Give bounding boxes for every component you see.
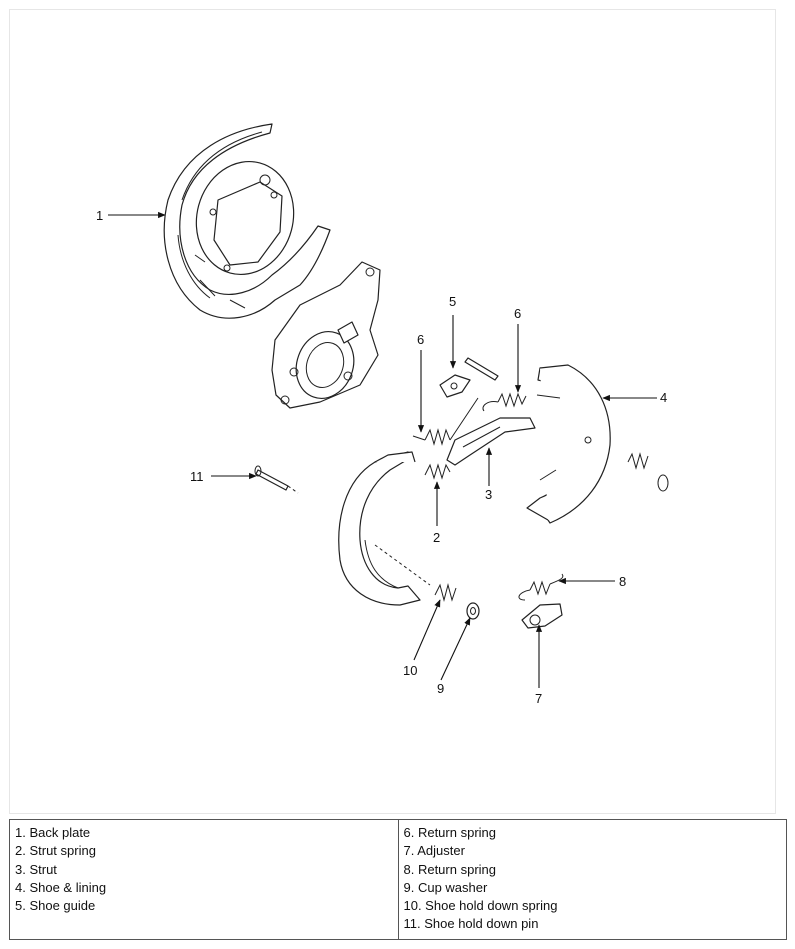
legend-item: 7. Adjuster [403,843,465,859]
hold-down-spring-right-part [627,452,669,492]
adjuster-part [521,603,563,629]
legend-item: 8. Return spring [403,861,497,877]
legend-item: 1. Back plate [15,825,91,840]
exploded-diagram: 1 2 3 4 5 6 6 7 8 9 10 11 [96,123,669,706]
callout-7: 7 [535,691,542,706]
callout-1: 1 [96,208,103,223]
legend-item: 3. Strut [15,861,57,877]
callout-5: 5 [449,294,456,309]
shoe-lining-left-part [338,451,421,606]
strut-part [446,417,536,466]
leader-10 [413,599,441,661]
callout-6-right: 6 [514,306,521,321]
hub-knuckle-part [271,261,381,409]
hold-down-pin-part [254,465,289,491]
callout-6-left: 6 [417,332,424,347]
return-spring-left-part [412,397,479,446]
callout-3: 3 [485,487,492,502]
callout-2: 2 [433,530,440,545]
return-spring-upper-part [482,392,527,412]
shoe-guide-part [439,357,499,398]
legend-item: 9. Cup washer [403,879,488,895]
return-spring-lower-part [518,573,564,601]
cup-washer-part [466,602,480,620]
legend-item: 4. Shoe & lining [15,879,107,895]
shoe-lining-right-part [526,364,611,524]
legend-item: 2. Strut spring [15,843,96,859]
legend-item: 10. Shoe hold down spring [403,898,558,914]
legend-item: 5. Shoe guide [15,898,96,914]
callout-10: 10 [403,663,417,678]
callout-8: 8 [619,574,626,589]
back-plate-part [163,123,331,319]
figure-frame [9,9,776,814]
strut-spring-part [424,463,451,480]
leader-9 [440,617,471,681]
hold-down-spring-part [434,583,457,602]
legend-column-right: 6. Return spring 7. Adjuster 8. Return s… [397,820,787,939]
parts-legend-table: 1. Back plate 2. Strut spring 3. Strut 4… [9,819,787,940]
legend-column-left: 1. Back plate 2. Strut spring 3. Strut 4… [10,820,398,939]
legend-item: 6. Return spring [403,825,497,840]
callout-11: 11 [190,469,204,484]
callout-9: 9 [437,681,444,696]
callout-4: 4 [660,390,667,405]
legend-item: 11. Shoe hold down pin [403,916,539,932]
